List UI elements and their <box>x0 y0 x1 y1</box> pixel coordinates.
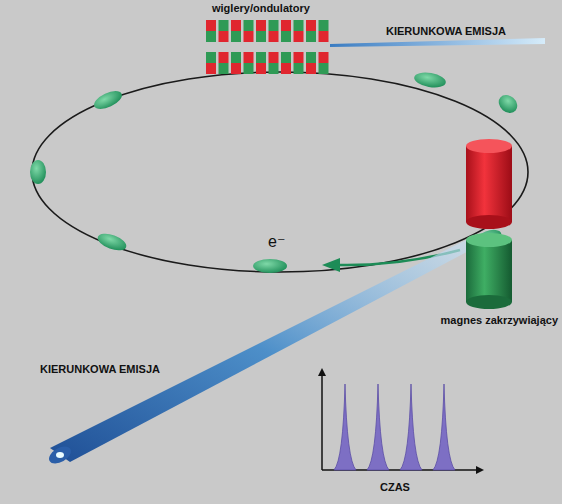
emission-label: KIERUNKOWA EMISJA <box>386 25 506 37</box>
part-label: magnes zakrzywiający <box>441 314 558 326</box>
electron-label: e⁻ <box>268 232 285 251</box>
part-label: wiglery/ondulatory <box>212 2 310 14</box>
axis-label: CZAS <box>380 481 410 493</box>
emission-label: KIERUNKOWA EMISJA <box>40 363 160 375</box>
